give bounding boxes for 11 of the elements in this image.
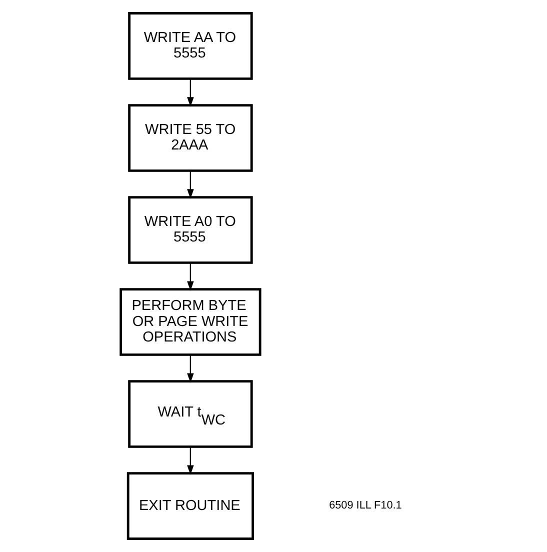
node-box: EXIT ROUTINE xyxy=(126,472,254,540)
arrow xyxy=(186,79,194,107)
node-box: WRITE 55 TO 2AAA xyxy=(128,104,252,172)
arrow xyxy=(186,355,194,383)
label: 6509 ILL F10.1 xyxy=(328,500,402,512)
arrow xyxy=(186,171,194,199)
node-box: WRITE AA TO 5555 xyxy=(128,12,252,80)
arrow xyxy=(186,263,194,291)
node-box: WRITE A0 TO 5555 xyxy=(128,196,252,264)
arrow xyxy=(186,447,194,475)
node-box: PERFORM BYTE OR PAGE WRITE OPERATIONS xyxy=(119,288,261,356)
